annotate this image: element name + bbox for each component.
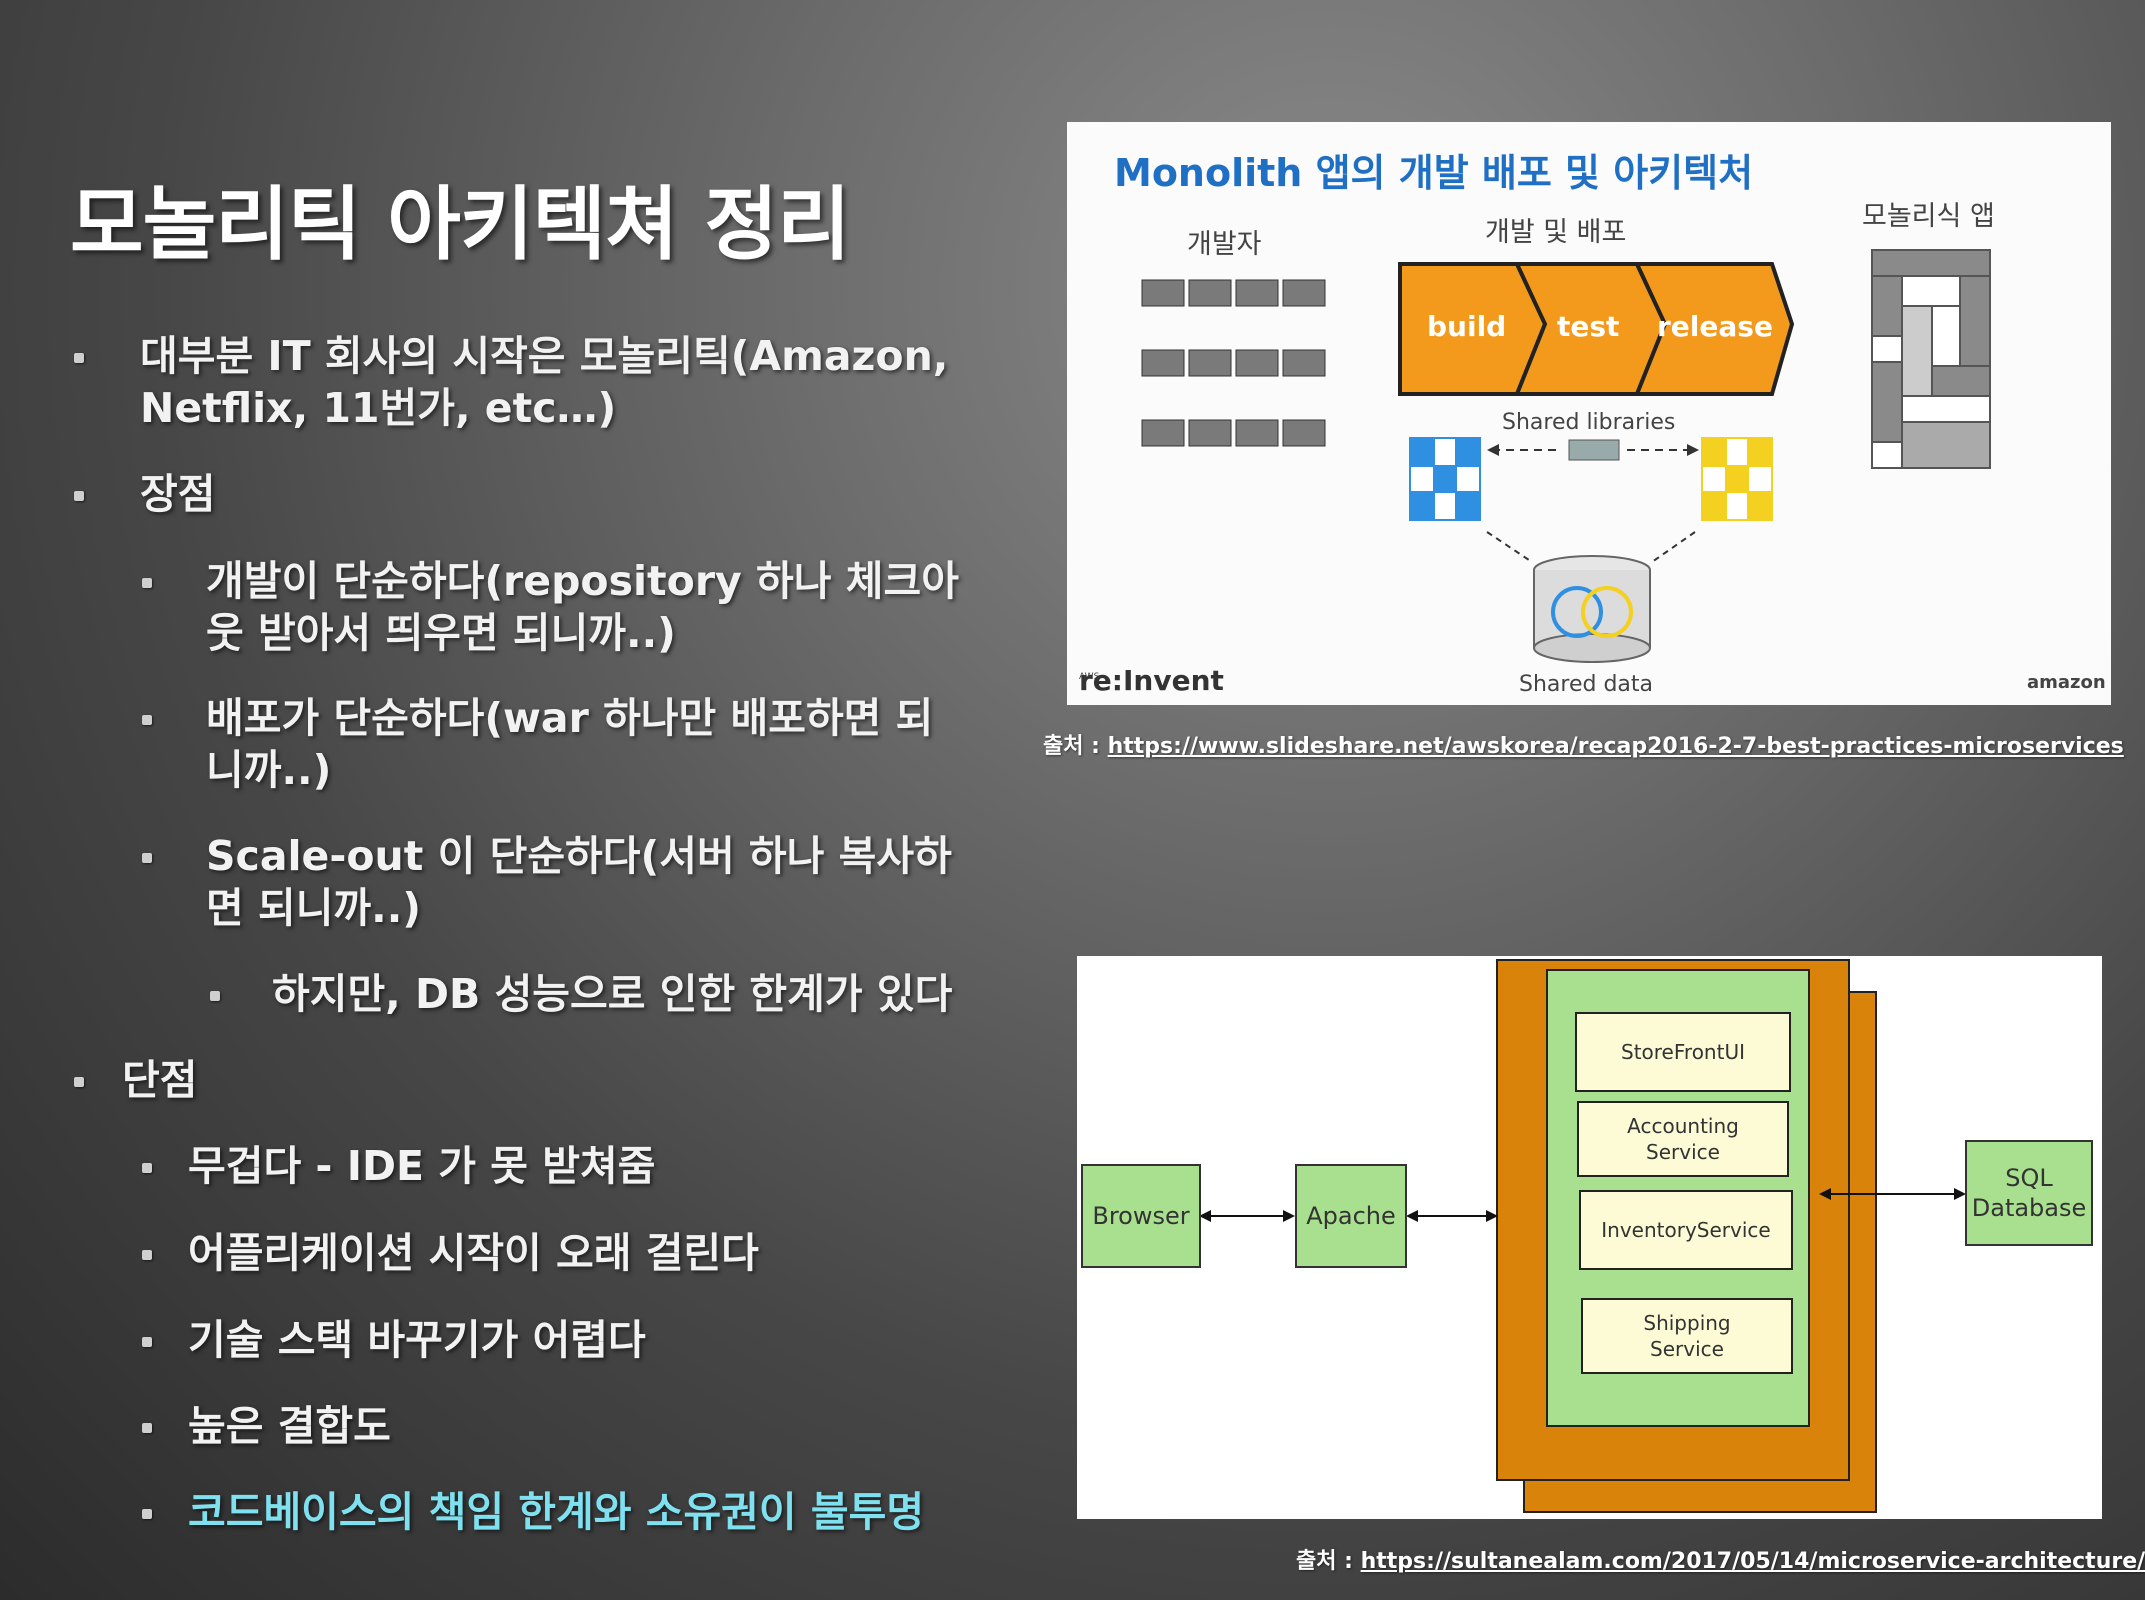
apache-box: Apache [1295, 1164, 1407, 1268]
blue-library-block [1409, 437, 1481, 521]
bullet-dot [74, 491, 84, 501]
bullet-dot [142, 578, 152, 588]
yellow-library-block [1701, 437, 1773, 521]
monolith-app-graphic [1871, 249, 1991, 469]
bullet-dot [142, 715, 152, 725]
bullet-text: 장점 [140, 470, 216, 518]
monolith-diagram-image: Monolith 앱의 개발 배포 및 아키텍처 개발자 개발 및 배포 모놀리… [1067, 122, 2111, 705]
bullet-dot [74, 1077, 84, 1087]
bullet-text: 높은 결합도 [188, 1402, 391, 1450]
citation-bottom: 출처 : https://sultanealam.com/2017/05/14/… [1296, 1543, 2145, 1575]
bullet-text: 단점 [122, 1056, 198, 1104]
slide-title: 모놀리틱 아키텍쳐 정리 [70, 178, 851, 271]
amazon-logo: amazon [2027, 672, 2106, 693]
bullet-dot [142, 1509, 152, 1519]
citation-prefix: 출처 : [1296, 1549, 1361, 1574]
bullet-dot [210, 991, 220, 1001]
bullet-dot [142, 1423, 152, 1433]
developer-icons [1141, 279, 1326, 447]
stage-test-label: test [1557, 310, 1620, 343]
citation-link[interactable]: https://www.slideshare.net/awskorea/reca… [1107, 734, 2124, 759]
accounting-service-box: Accounting Service [1577, 1101, 1789, 1177]
stage-release-label: release [1657, 310, 1773, 343]
bullet-dot [142, 1250, 152, 1260]
diagram-heading: Monolith 앱의 개발 배포 및 아키텍처 [1114, 151, 1754, 195]
sql-database-box: SQL Database [1965, 1140, 2093, 1246]
bullet-dot [142, 1337, 152, 1347]
bullet-text: 개발이 단순하다(repository 하나 체크아웃 받아서 띄우면 되니까.… [206, 557, 959, 657]
bullet-item: 높은 결합도 [140, 1400, 970, 1452]
bullet-dot [74, 353, 84, 363]
bullet-item: 단점 [74, 1054, 580, 1106]
bullet-text: 대부분 IT 회사의 시작은 모놀리틱(Amazon, Netflix, 11번… [140, 332, 949, 432]
bullet-text: 기술 스택 바꾸기가 어렵다 [188, 1316, 646, 1364]
diagram-graphics [1141, 249, 1991, 663]
bullet-item: 기술 스택 바꾸기가 어렵다 [140, 1314, 970, 1366]
bullet-dot [142, 853, 152, 863]
bullet-item: Scale-out 이 단순하다(서버 하나 복사하면 되니까..) [140, 830, 970, 934]
citation-link[interactable]: https://sultanealam.com/2017/05/14/micro… [1360, 1549, 2145, 1574]
browser-box: Browser [1081, 1164, 1201, 1268]
bullet-text: 무겁다 - IDE 가 못 받쳐줌 [188, 1142, 656, 1190]
bullet-text-highlight: 코드베이스의 책임 한계와 소유권이 불투명 [188, 1488, 925, 1536]
bullet-text: 배포가 단순하다(war 하나만 배포하면 되니까..) [206, 694, 934, 794]
citation-prefix: 출처 : [1043, 734, 1108, 759]
inventory-service-box: InventoryService [1579, 1190, 1793, 1270]
bullet-text: Scale-out 이 단순하다(서버 하나 복사하면 되니까..) [206, 832, 952, 932]
citation-top: 출처 : https://www.slideshare.net/awskorea… [1043, 728, 2124, 760]
microservice-architecture-image: Browser Apache StoreFrontUI Accounting S… [1077, 956, 2102, 1519]
shared-database-icon [1533, 555, 1651, 663]
pipeline-release-stage [1633, 262, 1795, 396]
bullet-text: 하지만, DB 성능으로 인한 한계가 있다 [272, 970, 953, 1018]
shared-libraries-label: Shared libraries [1502, 410, 1676, 435]
storefront-service-box: StoreFrontUI [1575, 1012, 1791, 1092]
pipeline-label: 개발 및 배포 [1485, 217, 1627, 248]
shared-data-label: Shared data [1519, 672, 1653, 697]
bullet-dot [142, 1163, 152, 1173]
bullet-item: 대부분 IT 회사의 시작은 모놀리틱(Amazon, Netflix, 11번… [74, 330, 960, 434]
stage-build-label: build [1427, 310, 1507, 343]
developers-label: 개발자 [1187, 229, 1262, 260]
bullet-item: 배포가 단순하다(war 하나만 배포하면 되니까..) [140, 692, 970, 796]
bullet-item: 무겁다 - IDE 가 못 받쳐줌 [140, 1140, 970, 1192]
bullet-item: 코드베이스의 책임 한계와 소유권이 불투명 [140, 1486, 1020, 1538]
bullet-item: 장점 [74, 468, 580, 520]
reinvent-logo-aws: AWS [1079, 672, 1100, 682]
bullet-item: 어플리케이션 시작이 오래 걸린다 [140, 1227, 970, 1279]
shipping-service-box: Shipping Service [1581, 1298, 1793, 1374]
bullet-item: 하지만, DB 성능으로 인한 한계가 있다 [208, 968, 988, 1020]
monolith-app-label: 모놀리식 앱 [1862, 201, 1995, 232]
bullet-text: 어플리케이션 시작이 오래 걸린다 [188, 1229, 759, 1277]
bullet-item: 개발이 단순하다(repository 하나 체크아웃 받아서 띄우면 되니까.… [140, 555, 970, 659]
reinvent-logo: re:Invent [1079, 664, 1224, 697]
